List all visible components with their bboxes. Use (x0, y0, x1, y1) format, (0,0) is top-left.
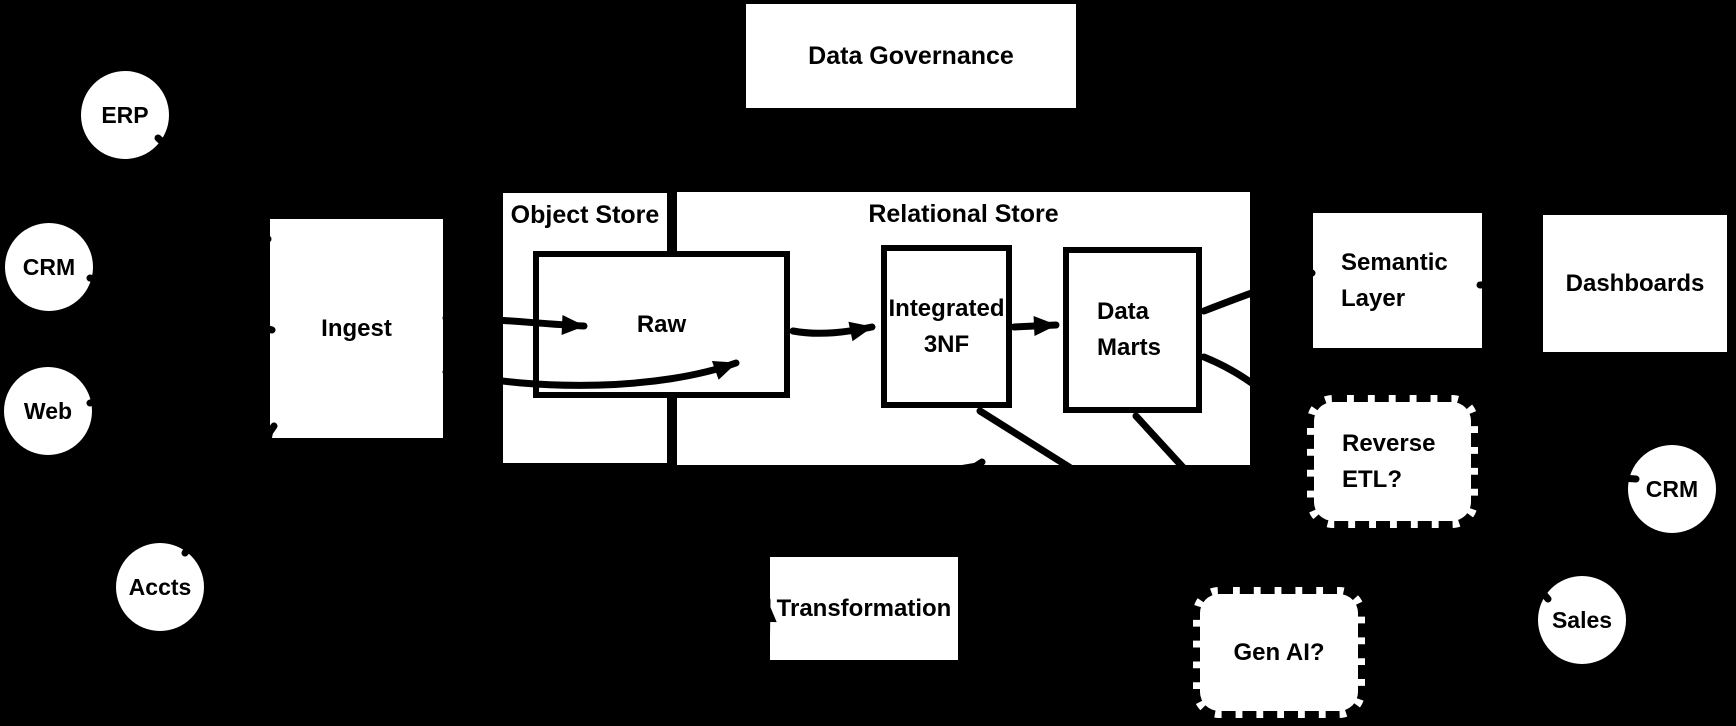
source-crm: CRM (5, 223, 93, 311)
node-gen-ai: Gen AI? (1193, 587, 1365, 718)
arrow-web-to-ingest (86, 361, 270, 407)
node-integrated-3nf-line1: Integrated (888, 294, 1005, 322)
node-dashboards-label: Dashboards (1565, 269, 1705, 297)
node-data-marts: Data Marts (1063, 247, 1202, 413)
destination-crm: CRM (1628, 445, 1716, 533)
node-ingest: Ingest (270, 219, 443, 438)
node-transformation-label: Transformation (776, 594, 952, 622)
arrow-erp-to-ingest (154, 134, 272, 243)
node-data-marts-line1: Data (1097, 298, 1150, 325)
arrow-semantic-layer-to-dashboards (1476, 273, 1540, 294)
node-reverse-etl: Reverse ETL? (1307, 395, 1478, 528)
source-accts: Accts (116, 543, 204, 631)
arrow-to-sales (1478, 518, 1552, 603)
node-ingest-label: Ingest (321, 314, 392, 342)
node-data-governance: Data Governance (746, 4, 1076, 108)
node-semantic-layer: Semantic Layer (1313, 213, 1482, 348)
source-web: Web (4, 367, 92, 455)
destination-crm-label: CRM (1645, 475, 1699, 502)
node-transformation: Transformation (770, 557, 958, 660)
arrow-crm-to-ingest (86, 274, 276, 334)
node-data-marts-line2: Marts (1097, 334, 1162, 361)
node-reverse-etl-line2: ETL? (1342, 465, 1402, 493)
arrow-reverse-etl-to-crm (1480, 464, 1640, 488)
container-relational-store-label: Relational Store (868, 200, 1059, 228)
node-dashboards: Dashboards (1543, 215, 1727, 352)
arrow-accts-to-ingest (181, 422, 278, 557)
source-accts-label: Accts (128, 573, 192, 600)
container-object-store-label: Object Store (510, 201, 660, 229)
node-gen-ai-label: Gen AI? (1233, 638, 1325, 666)
node-integrated-3nf-line2: 3NF (923, 330, 970, 358)
destination-sales-label: Sales (1551, 606, 1613, 633)
node-raw: Raw (533, 251, 790, 398)
source-erp-label: ERP (101, 101, 149, 128)
node-semantic-layer-line1: Semantic (1341, 248, 1448, 276)
arrow-into-transformation (756, 596, 777, 676)
node-reverse-etl-line1: Reverse (1342, 429, 1436, 457)
node-raw-label: Raw (636, 310, 687, 338)
node-data-governance-label: Data Governance (808, 41, 1014, 70)
source-erp: ERP (81, 71, 169, 159)
node-integrated-3nf: Integrated 3NF (881, 245, 1012, 408)
destination-sales: Sales (1538, 576, 1626, 664)
arrow-transformation-to-relational-store (901, 458, 986, 516)
source-crm-label: CRM (22, 253, 76, 280)
node-semantic-layer-line2: Layer (1341, 284, 1406, 312)
source-web-label: Web (23, 397, 73, 424)
